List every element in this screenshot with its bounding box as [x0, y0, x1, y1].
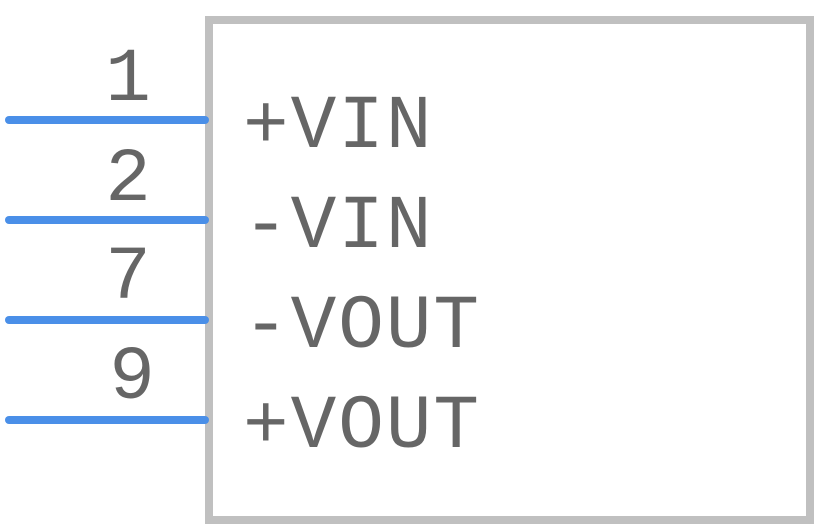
pin-1: 1 +VIN: [5, 37, 433, 170]
pin-7: 7 -VOUT: [5, 235, 481, 370]
pin-1-number: 1: [105, 37, 151, 123]
pin-1-name: +VIN: [243, 84, 433, 170]
pin-7-number: 7: [105, 235, 151, 321]
pin-7-name: -VOUT: [243, 284, 481, 370]
pin-2-number: 2: [105, 137, 151, 223]
component-body: [205, 16, 814, 524]
pin-2-name: -VIN: [243, 184, 433, 270]
pin-9-number: 9: [109, 335, 155, 421]
pin-9: 9 +VOUT: [5, 335, 481, 470]
pin-2: 2 -VIN: [5, 137, 433, 270]
pin-9-name: +VOUT: [243, 384, 481, 470]
